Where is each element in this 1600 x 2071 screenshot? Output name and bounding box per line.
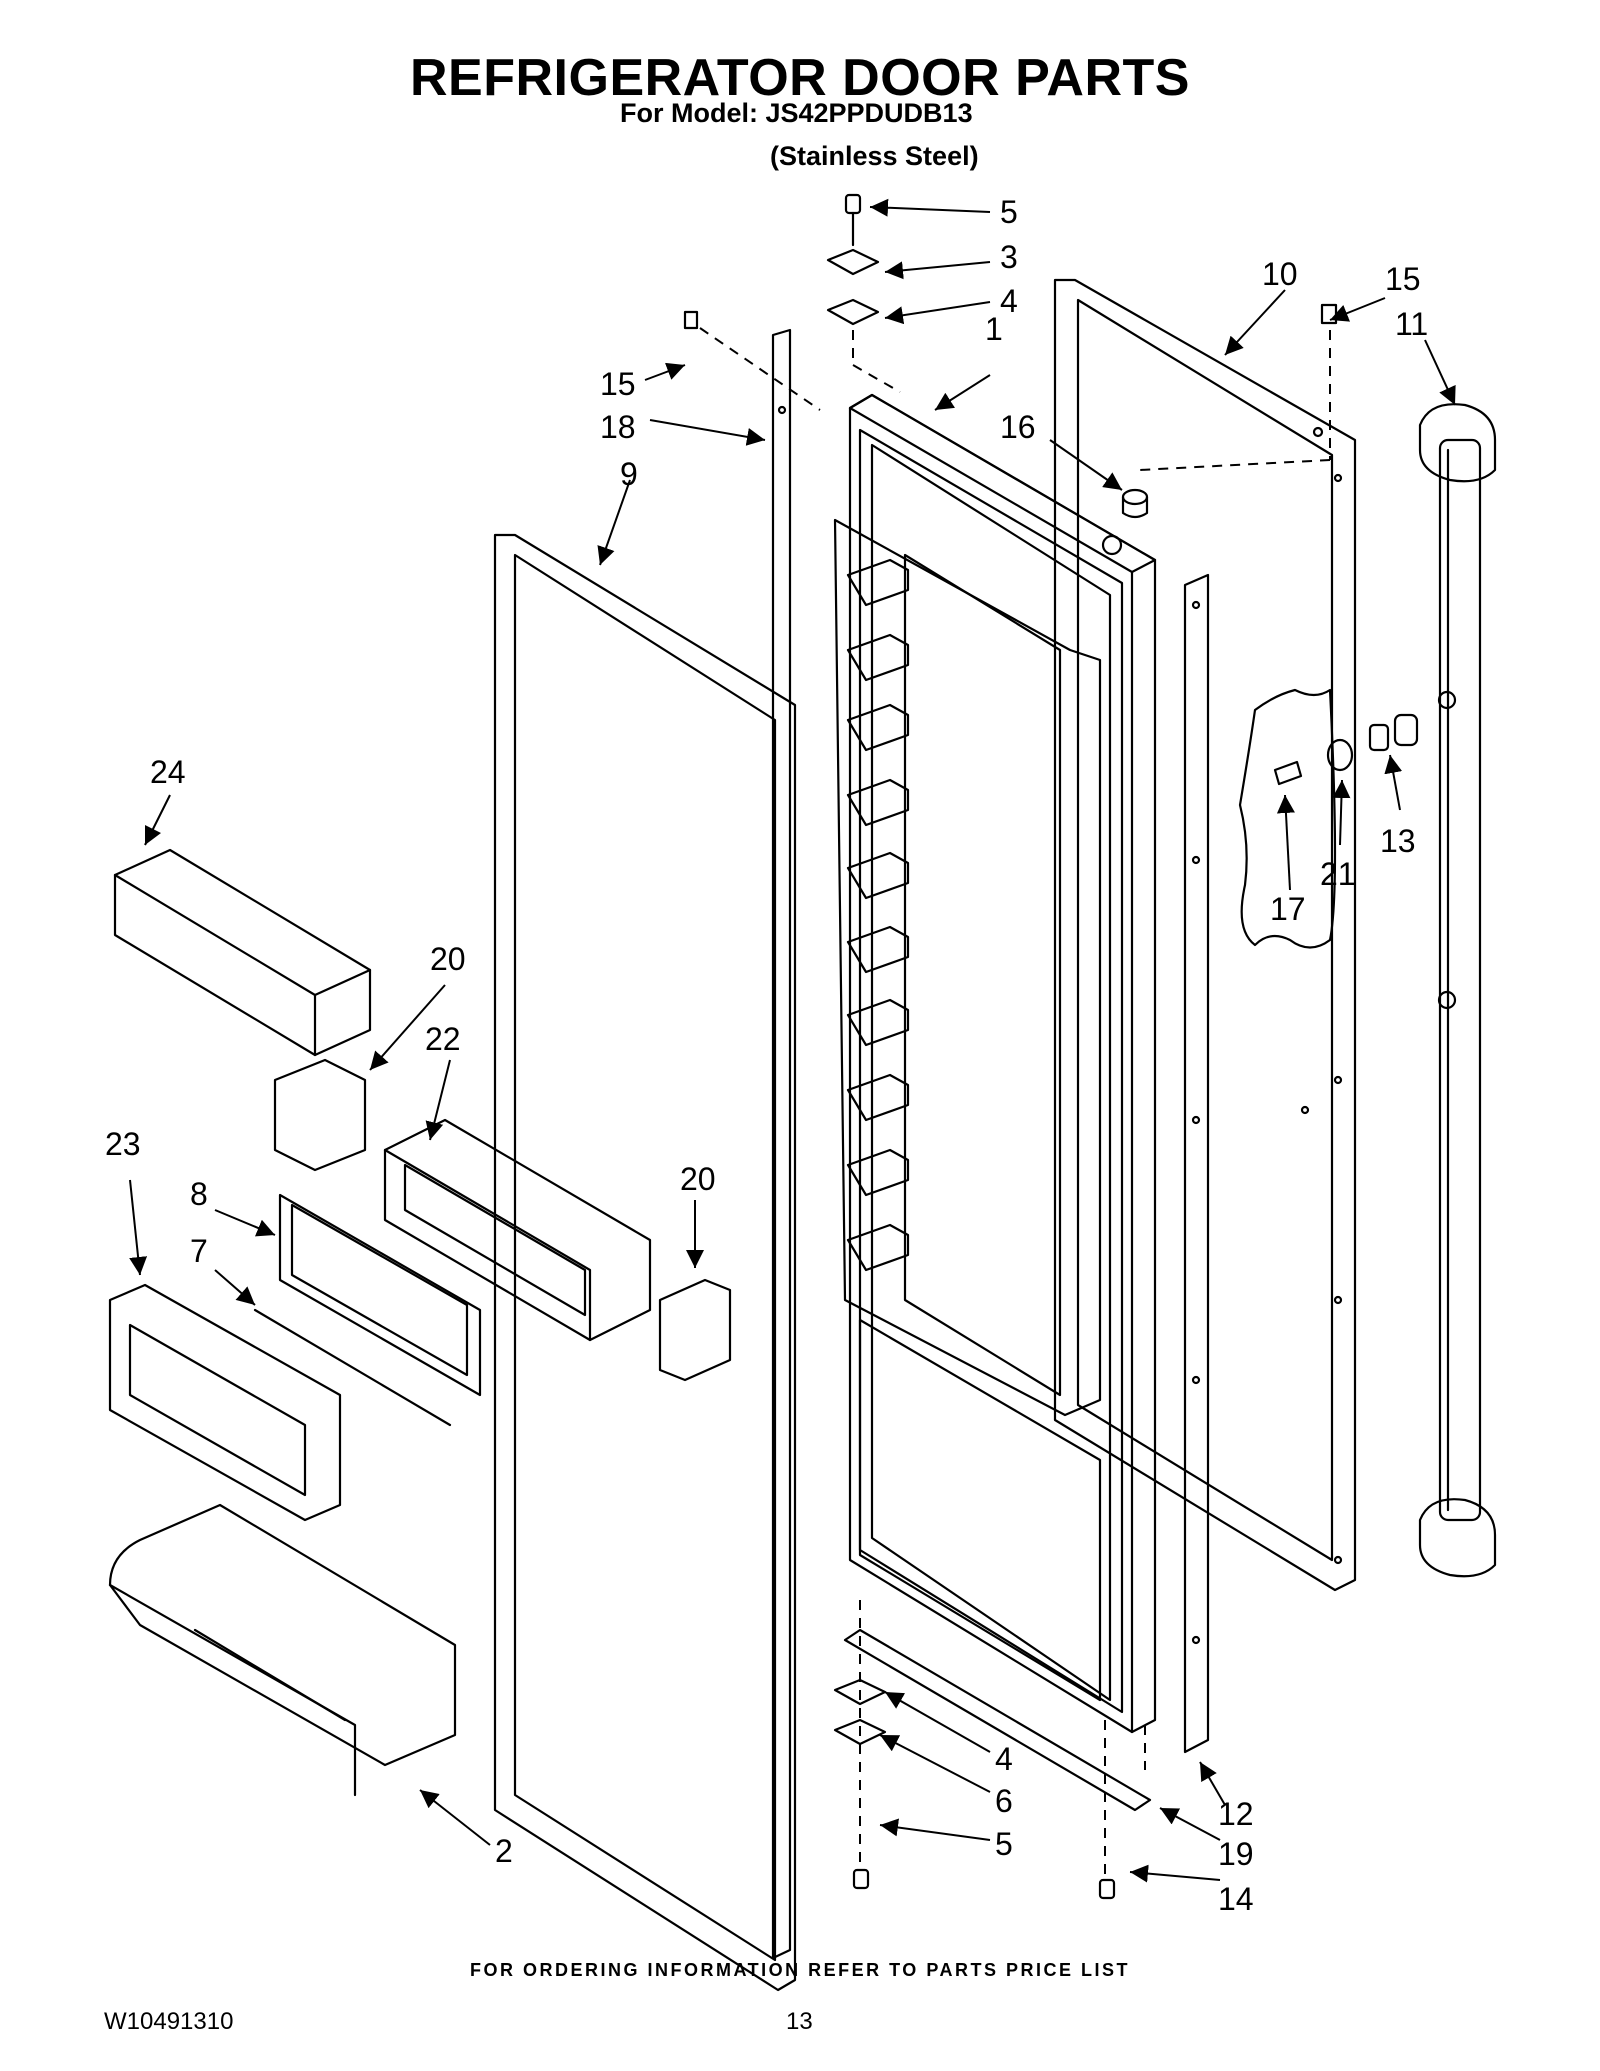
callout-16: 16 [1000,409,1036,445]
callout-20-right: 20 [680,1161,716,1197]
callout-14: 14 [1218,1881,1254,1917]
door-gasket-part-9 [493,533,797,1992]
frame-part-8 [278,1193,482,1397]
drawer-part-22 [383,1118,652,1342]
trim-strip-part-12 [1183,573,1210,1754]
callout-22: 22 [425,1021,461,1057]
page-title: REFRIGERATOR DOOR PARTS [410,49,1190,107]
bin-end-part-20-right [658,1278,732,1382]
callout-4-bottom: 4 [995,1741,1013,1777]
finish-label: (Stainless Steel) [770,141,979,171]
top-hinge-parts [683,193,1338,330]
callout-7: 7 [190,1233,208,1269]
cap-part-16 [1121,488,1149,519]
callout-10: 10 [1262,256,1298,292]
callout-12: 12 [1218,1796,1254,1832]
callout-11: 11 [1395,306,1428,342]
bin-part-2 [108,1503,457,1797]
handle-mounting-inset [1238,688,1419,949]
bottom-hinge-parts [833,1628,1152,1900]
bin-front-part-23 [108,1283,342,1522]
callout-6: 6 [995,1783,1013,1819]
callout-5-bottom: 5 [995,1826,1013,1862]
page-number: 13 [786,2008,813,2035]
bin-end-part-20-left [273,1058,367,1172]
callout-23: 23 [105,1126,141,1162]
callout-1: 1 [985,311,1003,347]
trim-part-7 [253,1308,452,1427]
door-handle-part-11 [1418,403,1497,1578]
callout-4-top: 4 [1000,283,1018,319]
door-assembly-part-1 [833,393,1157,1734]
callout-8: 8 [190,1176,208,1212]
model-number: For Model: JS42PPDUDB13 [620,98,973,128]
callout-13: 13 [1380,823,1416,859]
callout-3: 3 [1000,239,1018,275]
trim-strip-part-18 [771,328,792,1960]
callout-5-top: 5 [1000,194,1018,230]
callout-9: 9 [620,456,638,492]
callout-15-right: 15 [1385,261,1421,297]
callout-18: 18 [600,409,636,445]
bin-part-24 [113,848,372,1057]
callout-24: 24 [150,754,186,790]
callout-19: 19 [1218,1836,1254,1872]
callout-15-left: 15 [600,366,636,402]
door-gasket-frame-part-10 [1053,278,1357,1592]
callout-17: 17 [1270,891,1306,927]
callout-21: 21 [1320,856,1356,892]
callout-20-left: 20 [430,941,466,977]
document-number: W10491310 [104,2008,234,2035]
ordering-note: FOR ORDERING INFORMATION REFER TO PARTS … [469,1960,1130,1980]
callout-2: 2 [495,1833,513,1869]
